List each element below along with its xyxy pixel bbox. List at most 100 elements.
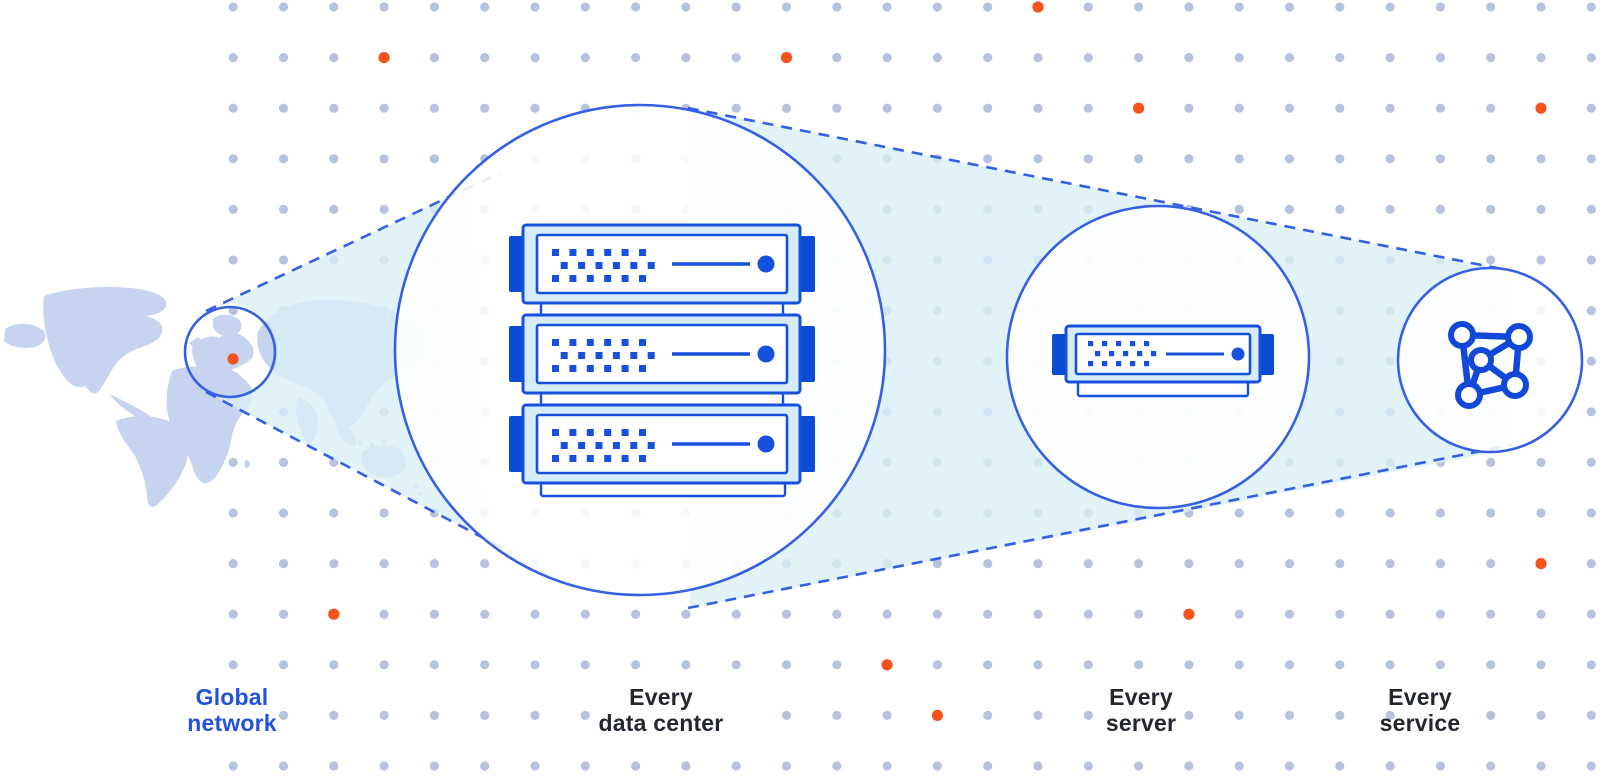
grid-dot bbox=[1335, 2, 1345, 12]
led-pixel bbox=[604, 429, 612, 436]
grid-dot bbox=[1284, 154, 1295, 164]
grid-dot bbox=[1234, 154, 1244, 164]
grid-dot bbox=[1335, 609, 1345, 619]
grid-dot bbox=[1435, 154, 1445, 164]
grid-dot bbox=[429, 609, 439, 619]
grid-dot bbox=[429, 2, 439, 12]
grid-dot bbox=[1435, 761, 1445, 771]
led-pixel bbox=[1109, 351, 1115, 357]
led-pixel bbox=[647, 352, 655, 359]
accent-dot bbox=[328, 608, 340, 620]
grid-dot bbox=[329, 154, 339, 164]
led-pixel bbox=[578, 352, 586, 359]
grid-dot bbox=[329, 53, 339, 63]
grid-dot bbox=[1134, 2, 1144, 12]
grid-dot bbox=[1335, 710, 1345, 721]
grid-dot bbox=[731, 660, 741, 670]
grid-dot bbox=[1083, 609, 1093, 619]
grid-dot bbox=[1134, 609, 1144, 619]
led-pixel bbox=[586, 339, 594, 346]
map-madagascar bbox=[244, 459, 250, 469]
accent-dot bbox=[881, 659, 893, 671]
grid-dot bbox=[1586, 53, 1596, 63]
grid-dot bbox=[882, 2, 892, 12]
grid-dot bbox=[329, 660, 339, 670]
grid-dot bbox=[530, 103, 540, 113]
grid-dot bbox=[1385, 154, 1395, 164]
grid-dot bbox=[1284, 53, 1295, 63]
led-pixel bbox=[1130, 341, 1136, 347]
grid-dot bbox=[580, 761, 590, 771]
grid-dot bbox=[530, 761, 540, 771]
grid-dot bbox=[1083, 103, 1093, 113]
grid-dot bbox=[379, 2, 389, 12]
grid-dot bbox=[480, 761, 490, 771]
grid-dot bbox=[832, 761, 842, 771]
dashed-tangent-bottom-right bbox=[687, 443, 1513, 610]
server-unit-icon bbox=[509, 403, 815, 485]
led-pixel bbox=[569, 429, 577, 436]
grid-dot bbox=[278, 559, 289, 569]
server-faceplate bbox=[535, 233, 789, 295]
grid-dot bbox=[731, 761, 741, 771]
grid-dot bbox=[1586, 407, 1596, 417]
grid-dot bbox=[1586, 204, 1596, 214]
led-pixel bbox=[639, 429, 646, 436]
grid-dot bbox=[1234, 710, 1244, 721]
grid-dot bbox=[379, 559, 389, 569]
grid-dot bbox=[1284, 508, 1295, 518]
stage-label-global-network: Global network bbox=[187, 684, 277, 736]
grid-dot bbox=[379, 204, 389, 214]
grid-dot bbox=[1385, 609, 1395, 619]
grid-dot bbox=[731, 53, 741, 63]
grid-dot bbox=[1586, 255, 1596, 265]
led-pixel bbox=[569, 339, 577, 346]
grid-dot bbox=[1385, 761, 1395, 771]
grid-dot bbox=[379, 710, 389, 721]
grid-dot bbox=[1134, 761, 1144, 771]
grid-dot bbox=[1184, 103, 1194, 113]
server-faceplate bbox=[535, 413, 789, 475]
grid-dot bbox=[228, 204, 238, 214]
grid-dot bbox=[681, 660, 691, 670]
grid-dot bbox=[278, 761, 289, 771]
grid-dot bbox=[379, 761, 389, 771]
grid-dot bbox=[1536, 53, 1546, 63]
grid-dot bbox=[1586, 660, 1596, 670]
server-stack-icon bbox=[509, 223, 815, 498]
grid-dot bbox=[1083, 154, 1093, 164]
grid-dot bbox=[1486, 761, 1496, 771]
accent-dot bbox=[931, 709, 944, 722]
grid-dot bbox=[1234, 204, 1244, 214]
grid-dot bbox=[1435, 103, 1445, 113]
server-unit-icon bbox=[509, 313, 815, 395]
grid-dot bbox=[932, 609, 943, 619]
led-pixel bbox=[639, 339, 646, 346]
led-pixel bbox=[621, 249, 629, 256]
grid-dot bbox=[1083, 660, 1093, 670]
grid-dot bbox=[1284, 609, 1295, 619]
grid-dot bbox=[781, 103, 792, 113]
grid-dot bbox=[1284, 204, 1295, 214]
grid-dot bbox=[228, 508, 238, 518]
grid-dot bbox=[530, 53, 540, 63]
grid-dot bbox=[1033, 154, 1043, 164]
grid-dot bbox=[983, 710, 993, 721]
grid-dot bbox=[1234, 660, 1244, 670]
grid-dot bbox=[228, 103, 238, 113]
map-location-dot bbox=[227, 353, 239, 365]
grid-dot bbox=[1083, 761, 1093, 771]
grid-dot bbox=[1385, 53, 1395, 63]
grid-dot bbox=[379, 609, 389, 619]
grid-dot bbox=[681, 2, 691, 12]
server-power-dot bbox=[757, 255, 775, 273]
server-led-matrix bbox=[552, 429, 655, 462]
grid-dot bbox=[832, 710, 842, 721]
led-pixel bbox=[1088, 361, 1094, 367]
grid-dot bbox=[1536, 204, 1546, 214]
led-pixel bbox=[569, 455, 577, 462]
grid-dot bbox=[1435, 2, 1445, 12]
led-pixel bbox=[552, 455, 559, 462]
grid-dot bbox=[1234, 508, 1244, 518]
